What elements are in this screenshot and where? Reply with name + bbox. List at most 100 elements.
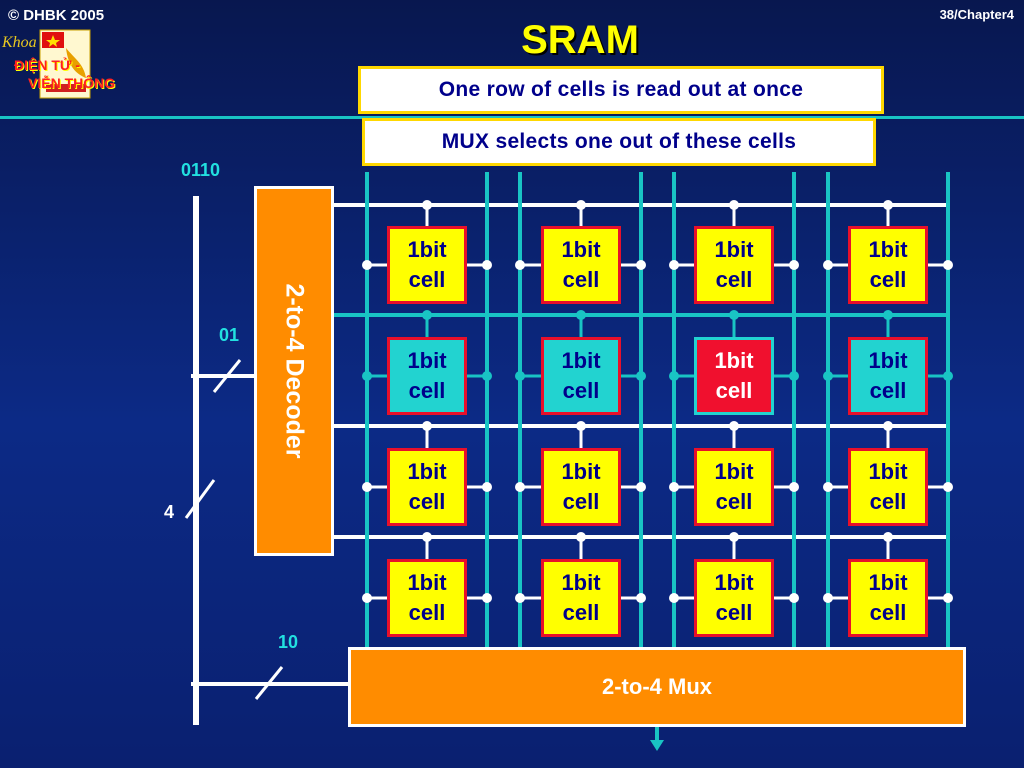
bit-cell: 1bit cell [848, 559, 928, 637]
cell-label-line1: 1bit [714, 570, 754, 595]
row-address-label: 01 [219, 325, 240, 345]
bit-line-dot [669, 482, 679, 492]
bit-line-dot [636, 482, 646, 492]
cell-label-line1: 1bit [561, 459, 601, 484]
bit-cell: 1bit cell [387, 226, 467, 304]
logo-line2: VIỄN THÔNG [28, 75, 116, 91]
cell-label-line1: 1bit [868, 570, 908, 595]
bit-line-dot [823, 371, 833, 381]
cell-label-line2: cell [562, 267, 600, 292]
word-line-dot [422, 421, 432, 431]
bit-line-dot [943, 371, 953, 381]
cell-label-line1: 1bit [407, 570, 447, 595]
bit-line-dot [362, 371, 372, 381]
word-line-dot [883, 532, 893, 542]
cell-label-line2: cell [408, 600, 446, 625]
mux-select-callout: MUX selects one out of these cells [362, 118, 876, 166]
bit-line-dot [515, 371, 525, 381]
bit-line-dot [789, 482, 799, 492]
cell-label-line1: 1bit [407, 348, 447, 373]
col-address-label: 10 [278, 632, 299, 652]
bit-cell: 1bit cell [387, 559, 467, 637]
cell-label-line1: 1bit [868, 237, 908, 262]
cell-label-line2: cell [715, 600, 753, 625]
bit-line-dot [789, 371, 799, 381]
cell-label-line1: 1bit [714, 237, 754, 262]
word-line-dot [576, 421, 586, 431]
cell-stubs [362, 200, 953, 603]
logo-line1: ĐIỆN TỬ - [14, 57, 81, 73]
word-line-dot [422, 200, 432, 210]
bit-line-dot [636, 593, 646, 603]
word-line-dot [729, 532, 739, 542]
bit-cell: 1bit cell [541, 226, 621, 304]
cell-label-line2: cell [408, 378, 446, 403]
row-bus-slash [212, 359, 242, 393]
bit-cell: 1bit cell [387, 448, 467, 526]
bit-line-dot [515, 593, 525, 603]
row-readout-callout: One row of cells is read out at once [358, 66, 884, 114]
cell-label-line2: cell [562, 378, 600, 403]
cell-label-line2: cell [869, 600, 907, 625]
word-line-dot [576, 532, 586, 542]
header-divider [0, 116, 1024, 119]
cell-label-line1: 1bit [561, 237, 601, 262]
cell-label-line2: cell [715, 267, 753, 292]
cell-label-line1: 1bit [868, 459, 908, 484]
bit-line-dot [482, 593, 492, 603]
word-line-dot [729, 200, 739, 210]
bit-line-dot [362, 482, 372, 492]
bus-width-label: 4 [164, 502, 175, 522]
bit-line-dot [823, 260, 833, 270]
cell-label-line1: 1bit [407, 237, 447, 262]
bit-line-dot [515, 482, 525, 492]
cell-label-line2: cell [869, 489, 907, 514]
bit-line-dot [669, 593, 679, 603]
bit-line-dot [636, 260, 646, 270]
bit-cell: 1bit cell [848, 448, 928, 526]
bit-cell: 1bit cell [694, 559, 774, 637]
bit-line-dot [823, 482, 833, 492]
cell-label-line2: cell [408, 267, 446, 292]
col-bus-slash [254, 666, 284, 700]
bit-line-dot [669, 260, 679, 270]
word-line-dot [422, 532, 432, 542]
word-line-dot [883, 200, 893, 210]
bit-line-dot [789, 260, 799, 270]
bit-line-dot [362, 593, 372, 603]
cell-label-line1: 1bit [714, 459, 754, 484]
cell-label-line2: cell [715, 489, 753, 514]
word-line-dot [883, 421, 893, 431]
cell-label-line2: cell [562, 489, 600, 514]
bit-cell: 1bit cell [387, 337, 467, 415]
bit-line-dot [482, 482, 492, 492]
bit-lines [365, 172, 950, 649]
row-decoder: 2-to-4 Decoder [254, 186, 334, 556]
word-line-dot [576, 310, 586, 320]
bit-line-dot [636, 371, 646, 381]
cell-label-line1: 1bit [561, 348, 601, 373]
logo-script-text: Khoa [2, 34, 37, 51]
word-line-dot [576, 200, 586, 210]
mux-output-arrow [650, 740, 664, 751]
bit-line-dot [943, 482, 953, 492]
cell-label-line1: 1bit [714, 348, 754, 373]
cell-label-line1: 1bit [407, 459, 447, 484]
bit-line-dot [669, 371, 679, 381]
bit-line-dot [943, 260, 953, 270]
cell-label-line2: cell [869, 378, 907, 403]
word-line-dot [729, 310, 739, 320]
slide-title: SRAM [521, 18, 639, 62]
word-line-dot [883, 310, 893, 320]
decoder-label: 2-to-4 Decoder [280, 283, 309, 459]
bit-line-dot [362, 260, 372, 270]
cell-label-line2: cell [408, 489, 446, 514]
bit-line-dot [789, 593, 799, 603]
word-line-dot [729, 421, 739, 431]
bit-cell: 1bit cell [541, 448, 621, 526]
